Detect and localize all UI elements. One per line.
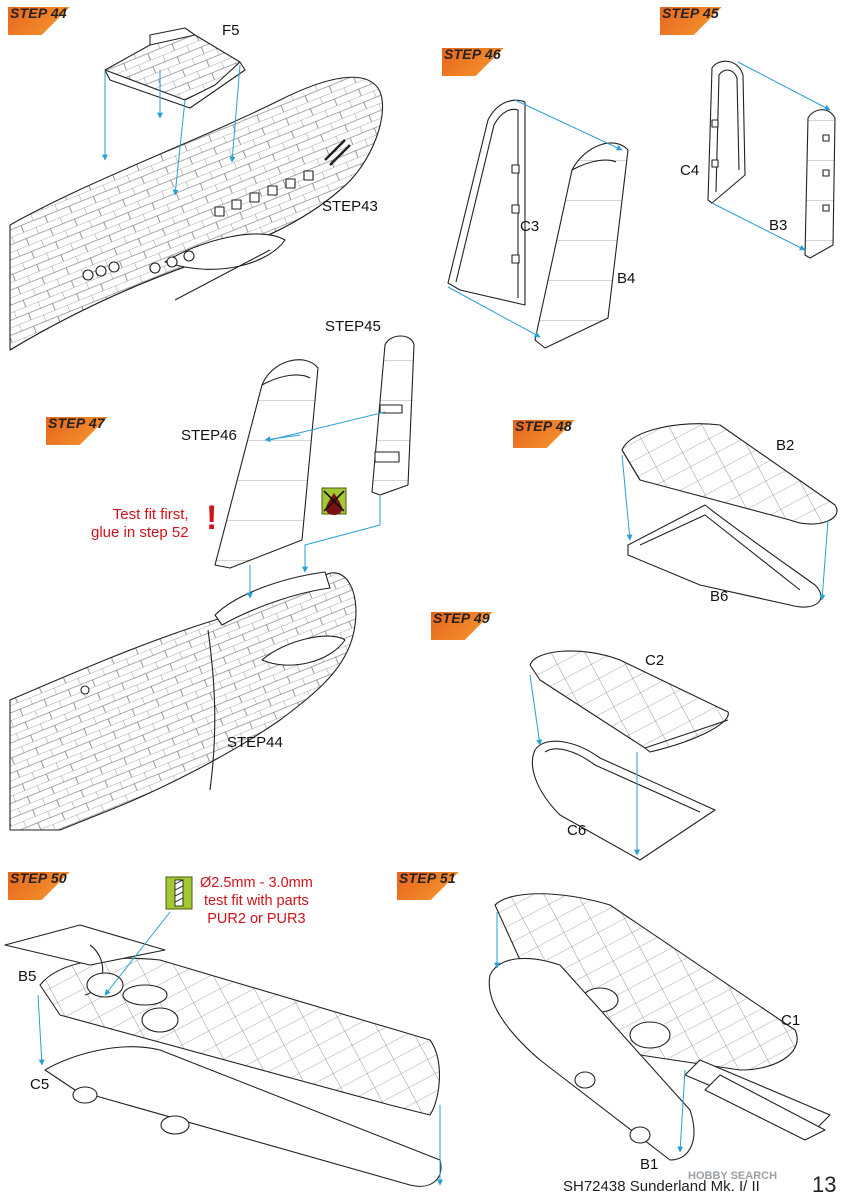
drill-line-1: Ø2.5mm - 3.0mm: [200, 875, 313, 891]
arrow-step46-bottom: [447, 286, 541, 338]
page-number: 13: [812, 1172, 837, 1197]
step-45-badge: STEP 45: [660, 5, 734, 35]
arrow-f5-c: [172, 99, 186, 196]
part-C4-rudder-half: [707, 60, 746, 204]
step-46-badge: STEP 46: [442, 46, 516, 76]
part-label-B6: B6: [710, 588, 729, 605]
step-48-badge: STEP 48: [513, 418, 587, 448]
part-C2-tailplane-top: [529, 650, 729, 753]
step44-fuselage: [9, 76, 384, 351]
arrow-step46-top: [514, 99, 623, 151]
part-label-C4: C4: [680, 162, 700, 179]
ref-label-step46: STEP46: [181, 427, 237, 444]
arrow-step47-rudder: [264, 434, 301, 443]
test-fit-note: Test fit first, glue in step 52: [91, 506, 189, 542]
part-label-B5: B5: [18, 968, 37, 985]
part-label-B4: B4: [617, 270, 636, 287]
arrow-step45-bottom: [711, 202, 806, 251]
part-F5-hatch: [104, 27, 246, 109]
part-label-C2: C2: [645, 652, 665, 669]
watermark: HOBBY SEARCH: [688, 1170, 778, 1182]
exclamation-mark: !: [206, 499, 218, 537]
arrow-step47-rudder-drop: [302, 495, 381, 573]
step-47-label: STEP 47: [48, 415, 105, 431]
arrow-drill: [104, 911, 171, 996]
step-49-badge: STEP 49: [431, 610, 505, 640]
step-46-label: STEP 46: [444, 46, 501, 62]
part-label-C1: C1: [781, 1012, 801, 1029]
step-47-badge: STEP 47: [46, 415, 120, 445]
part-C3-fin-half: [447, 99, 526, 306]
step-50-label: STEP 50: [10, 870, 67, 886]
part-B5-wing-top: [4, 924, 440, 1116]
test-fit-line-2: glue in step 52: [91, 524, 189, 541]
part-B2-tailplane-top: [621, 423, 838, 525]
part-B3-rudder-half: [804, 109, 836, 259]
part-label-C6: C6: [567, 822, 587, 839]
test-fit-line-1: Test fit first,: [112, 506, 189, 523]
part-label-B1: B1: [640, 1156, 659, 1173]
part-label-C5: C5: [30, 1076, 50, 1093]
step-45-label: STEP 45: [662, 5, 719, 21]
step-48-label: STEP 48: [515, 418, 572, 434]
step-44-label: STEP 44: [10, 5, 67, 21]
part-B4-fin-half: [534, 142, 629, 349]
part-label-B2: B2: [776, 437, 795, 454]
part-C1-wing-top: [494, 893, 831, 1141]
arrow-step47-rudder-line: [269, 411, 386, 441]
arrow-step50-left: [37, 994, 45, 1066]
ref-label-step43: STEP43: [322, 198, 378, 215]
ref-label-step45: STEP45: [325, 318, 381, 335]
part-label-B3: B3: [769, 217, 788, 234]
drill-line-2: test fit with parts: [204, 893, 309, 909]
part-B6-tailplane-bottom: [627, 504, 822, 608]
glue-drop-crossed-icon: [321, 487, 347, 515]
part-label-C3: C3: [520, 218, 540, 235]
step-49-label: STEP 49: [433, 610, 490, 626]
drill-bit-icon: [165, 876, 193, 910]
arrow-step45-top: [737, 61, 831, 111]
part-C6-tailplane-bottom: [531, 740, 716, 861]
part-C5-wing-bottom: [44, 1046, 442, 1187]
part-label-F5: F5: [222, 22, 240, 39]
step-50-badge: STEP 50: [8, 870, 82, 900]
step47-fuselage: [9, 571, 357, 831]
ref-label-step44: STEP44: [227, 734, 283, 751]
arrow-step48-right: [819, 519, 829, 601]
drill-line-3: PUR2 or PUR3: [207, 911, 306, 927]
arrow-f5-d: [229, 64, 241, 163]
kit-title: SH72438 Sunderland Mk. I/ II: [563, 1178, 760, 1195]
part-B1-wing-bottom: [488, 957, 695, 1161]
step47-fin: [214, 359, 319, 569]
step47-rudder: [371, 335, 415, 496]
step-51-label: STEP 51: [399, 870, 456, 886]
arrow-step51-right: [677, 1069, 686, 1153]
drill-note: Ø2.5mm - 3.0mm test fit with parts PUR2 …: [200, 874, 313, 928]
step-44-badge: STEP 44: [8, 5, 82, 35]
arrow-step49-left: [529, 674, 543, 746]
arrow-step48-left: [621, 454, 633, 541]
step-51-badge: STEP 51: [397, 870, 471, 900]
